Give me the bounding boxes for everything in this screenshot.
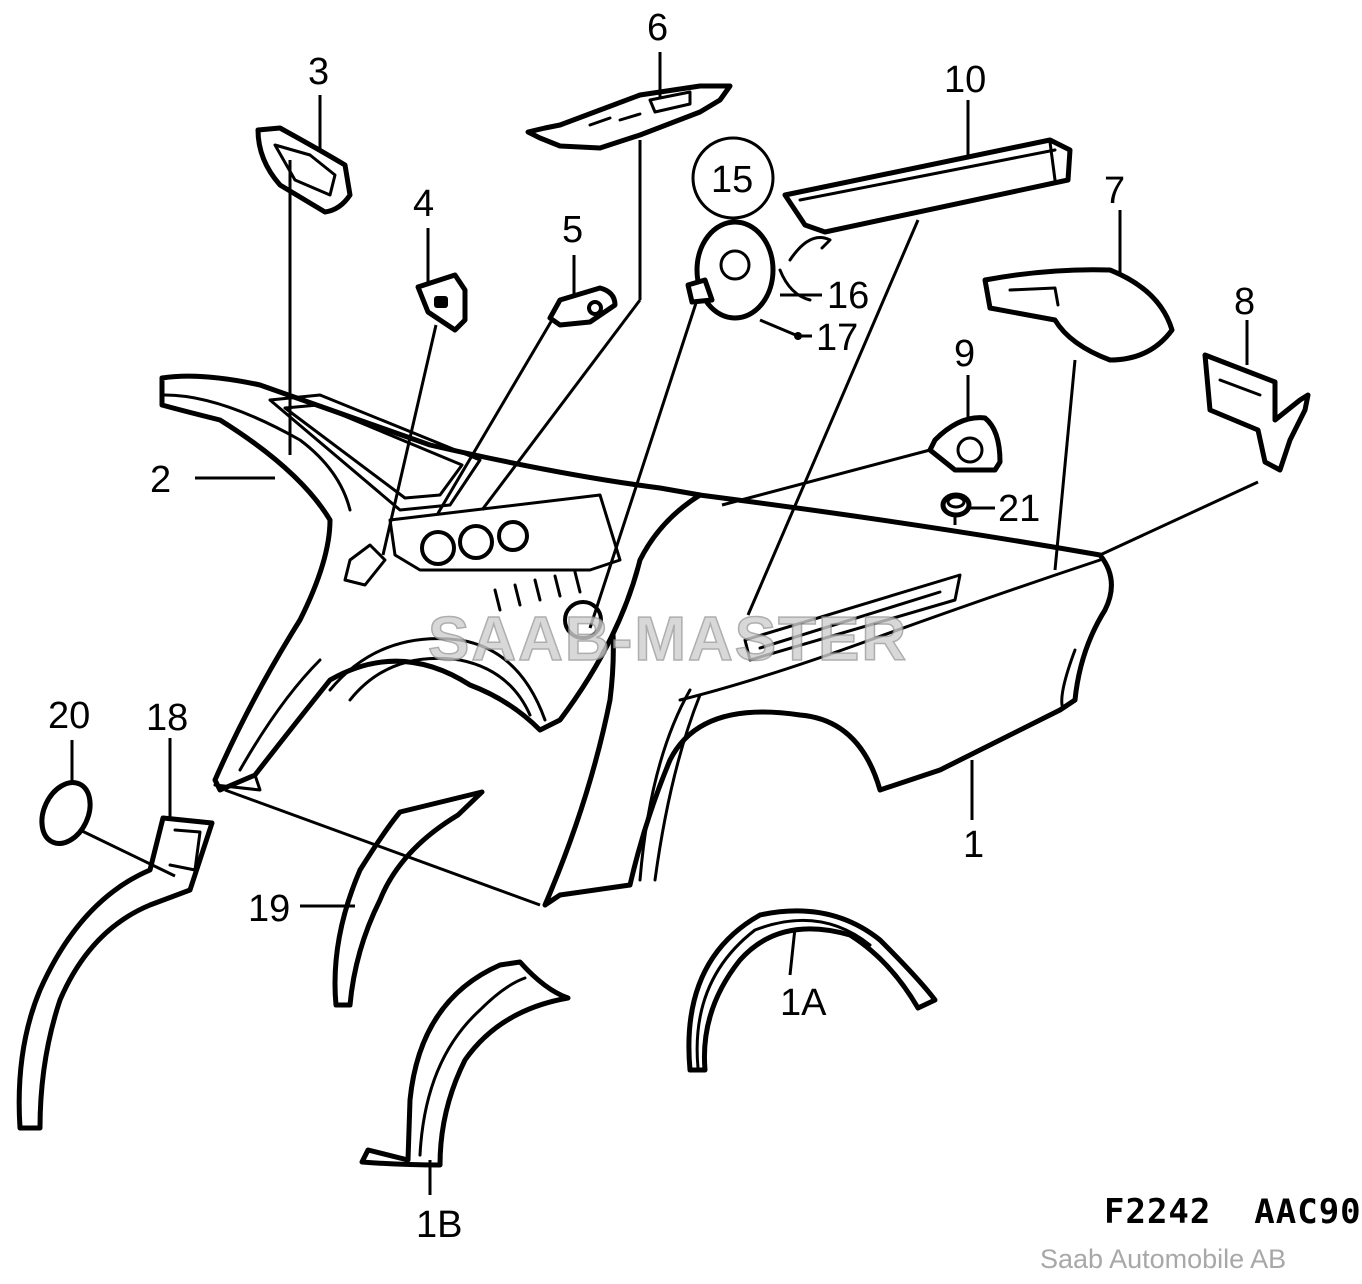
part-7-panel (982, 267, 1175, 363)
callout-9: 9 (954, 333, 975, 375)
callout-15: 15 (711, 159, 753, 201)
callout-6: 6 (647, 7, 668, 49)
part-19-arch-strip (332, 789, 485, 1008)
copyright-notice: Saab Automobile AB (1040, 1244, 1287, 1274)
part-3-bracket (255, 125, 353, 215)
part-4-cover (415, 272, 468, 333)
callouts: 1 1A 1B 2 3 4 5 6 7 8 9 10 15 16 17 18 1… (48, 7, 1255, 1246)
part-20-cap (39, 780, 93, 846)
callout-2: 2 (150, 459, 171, 501)
part-1A-wheelarch (686, 908, 938, 1073)
callout-15-circle (691, 136, 775, 220)
drawing-code: F2242 AAC90 (1104, 1192, 1362, 1232)
part-21-grommet (940, 492, 972, 518)
callout-17: 17 (816, 317, 858, 359)
part-8-bracket (1202, 352, 1311, 473)
watermark: SAAB-MASTER (428, 605, 908, 674)
callout-4: 4 (413, 183, 434, 225)
part-5-plate (547, 285, 618, 328)
leader-lines (70, 52, 1259, 1195)
inner-side-panel (159, 373, 703, 793)
callout-10: 10 (944, 59, 986, 101)
part-15-fuel-filler-ring (685, 219, 776, 321)
callout-1A: 1A (780, 982, 827, 1024)
callout-7: 7 (1104, 170, 1125, 212)
part-16-clip (778, 236, 832, 302)
callout-1: 1 (963, 824, 984, 866)
part-18-wheelarch-inner (16, 815, 215, 1131)
part-10-rail (782, 137, 1073, 235)
callout-19: 19 (248, 888, 290, 930)
callout-1B: 1B (416, 1204, 462, 1246)
part-9-mount (927, 415, 1003, 473)
part-6-shelf (525, 83, 733, 151)
callout-8: 8 (1234, 281, 1255, 323)
callout-20: 20 (48, 695, 90, 737)
callout-21: 21 (998, 488, 1040, 530)
part-1B-wheelarch (359, 959, 571, 1168)
callout-3: 3 (308, 51, 329, 93)
rear-side-panel (542, 487, 1114, 908)
callout-5: 5 (562, 209, 583, 251)
callout-16: 16 (827, 275, 869, 317)
callout-18: 18 (146, 697, 188, 739)
